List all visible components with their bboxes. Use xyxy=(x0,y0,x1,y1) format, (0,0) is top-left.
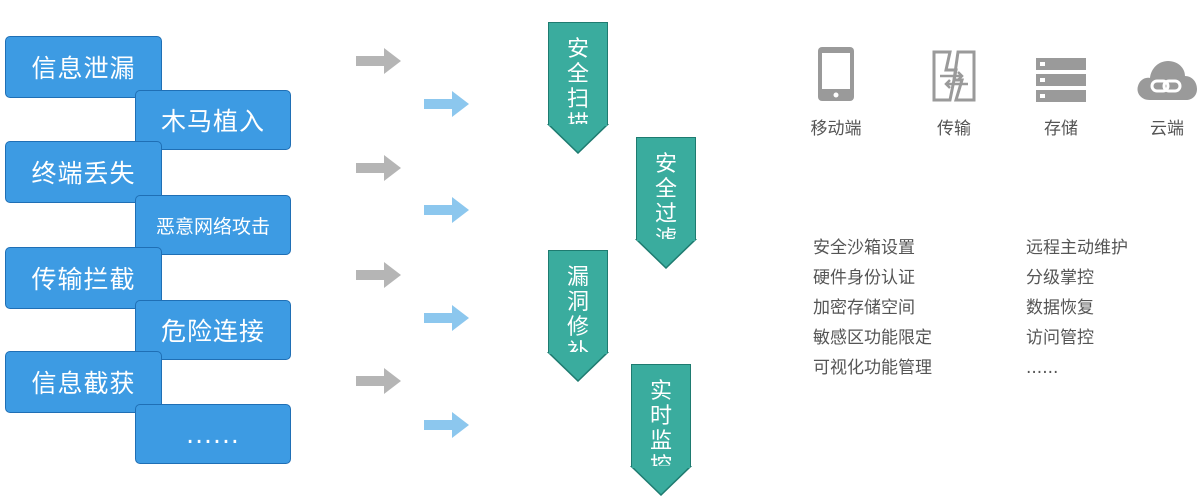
defense-char: 全 xyxy=(654,177,677,202)
defense-char: 全 xyxy=(566,62,589,87)
transfer-icon xyxy=(932,50,976,102)
threat-box-trojan: 木马植入 xyxy=(135,90,291,150)
arrow-right-icon xyxy=(424,91,469,117)
feature-list-left: 安全沙箱设置 硬件身份认证 加密存储空间 敏感区功能限定 可视化功能管理 xyxy=(813,233,932,383)
defense-char: 过 xyxy=(654,202,677,227)
banner-point xyxy=(547,124,609,154)
threat-box-device-loss: 终端丢失 xyxy=(5,141,162,203)
defense-security-scan: 安 全 扫 描 xyxy=(547,22,609,154)
arrow-right-icon xyxy=(356,262,401,288)
cloud-link-icon xyxy=(1137,61,1197,100)
feature-item: 加密存储空间 xyxy=(813,298,915,318)
defense-security-filter: 安 全 过 滤 xyxy=(635,137,697,269)
threat-box-info-leak: 信息泄漏 xyxy=(5,36,162,98)
category-cloud: 云端 xyxy=(1112,46,1200,139)
category-label: 传输 xyxy=(937,119,971,139)
banner-point xyxy=(635,239,697,269)
feature-item: ...... xyxy=(1026,358,1059,378)
arrow-right-icon xyxy=(424,305,469,331)
feature-item: 分级掌控 xyxy=(1026,268,1094,288)
feature-item: 硬件身份认证 xyxy=(813,268,915,288)
feature-item: 安全沙箱设置 xyxy=(813,238,915,258)
arrow-right-icon xyxy=(356,48,401,74)
category-label: 存储 xyxy=(1044,119,1078,139)
feature-item: 敏感区功能限定 xyxy=(813,328,932,348)
feature-item: 访问管控 xyxy=(1026,328,1094,348)
defense-vulnerability-patch: 漏 洞 修 补 xyxy=(547,250,609,382)
arrow-right-icon xyxy=(356,368,401,394)
category-label: 移动端 xyxy=(810,119,862,139)
defense-char: 时 xyxy=(649,404,672,429)
defense-char: 实 xyxy=(649,379,672,404)
arrow-right-icon xyxy=(424,412,469,438)
feature-item: 可视化功能管理 xyxy=(813,358,932,378)
defense-char: 修 xyxy=(566,315,589,340)
storage-icon xyxy=(1036,58,1086,102)
feature-list-right: 远程主动维护 分级掌控 数据恢复 访问管控 ...... xyxy=(1026,233,1128,383)
defense-char: 安 xyxy=(566,37,589,62)
threat-box-more: ...... xyxy=(135,404,291,464)
defense-char: 洞 xyxy=(566,290,589,315)
threat-box-network-attack: 恶意网络攻击 xyxy=(135,195,291,255)
defense-char: 扫 xyxy=(566,87,589,112)
arrow-right-icon xyxy=(356,155,401,181)
arrow-right-icon xyxy=(424,197,469,223)
defense-char: 漏 xyxy=(566,265,589,290)
banner-point xyxy=(630,466,692,496)
defense-realtime-monitor: 实 时 监 控 xyxy=(630,364,692,496)
category-storage: 存储 xyxy=(1006,46,1116,139)
threat-box-transfer-intercept: 传输拦截 xyxy=(5,247,162,309)
category-label: 云端 xyxy=(1150,119,1184,139)
feature-item: 远程主动维护 xyxy=(1026,238,1128,258)
category-mobile: 移动端 xyxy=(781,46,891,139)
mobile-phone-icon xyxy=(818,47,854,101)
defense-char: 监 xyxy=(649,429,672,454)
category-transfer: 传输 xyxy=(899,46,1009,139)
feature-item: 数据恢复 xyxy=(1026,298,1094,318)
threat-box-info-capture: 信息截获 xyxy=(5,351,162,413)
defense-char: 安 xyxy=(654,152,677,177)
threat-box-dangerous-connection: 危险连接 xyxy=(135,300,291,360)
banner-point xyxy=(547,352,609,382)
